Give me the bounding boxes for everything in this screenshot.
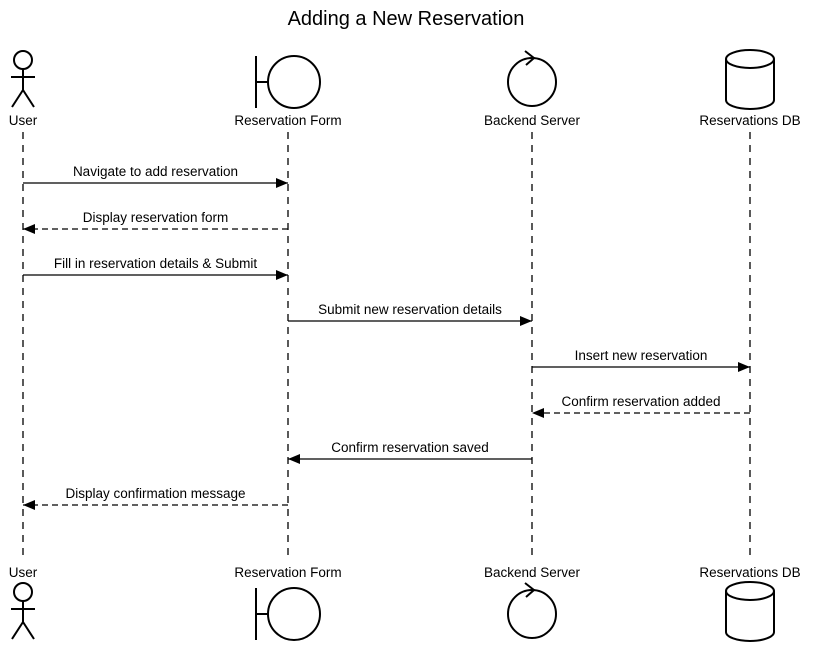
message-label: Submit new reservation details xyxy=(318,302,502,317)
message-1: Navigate to add reservation xyxy=(23,164,288,188)
actor-icon xyxy=(11,582,35,640)
boundary-icon xyxy=(255,587,321,641)
message-label: Display confirmation message xyxy=(65,486,245,501)
participant-label-user: User xyxy=(9,113,38,128)
participant-heads-bottom: User Reservation Form Backend Server Reserv… xyxy=(9,565,801,642)
message-label: Confirm reservation saved xyxy=(331,440,489,455)
message-label: Confirm reservation added xyxy=(561,394,720,409)
participant-label-server: Backend Server xyxy=(484,113,581,128)
message-5: Insert new reservation xyxy=(532,348,750,372)
message-7: Confirm reservation saved xyxy=(288,440,532,464)
message-label: Navigate to add reservation xyxy=(73,164,238,179)
participant-heads-top: User Reservation Form Backend Server Reserv… xyxy=(9,49,801,128)
message-label: Fill in reservation details & Submit xyxy=(54,256,258,271)
actor-icon xyxy=(11,50,35,108)
participant-label-db: Reservations DB xyxy=(699,565,800,580)
lifelines xyxy=(22,132,751,560)
participant-label-form: Reservation Form xyxy=(234,565,341,580)
control-icon xyxy=(507,50,557,107)
message-8: Display confirmation message xyxy=(23,486,288,510)
database-icon xyxy=(725,581,775,642)
message-6: Confirm reservation added xyxy=(532,394,750,418)
participant-label-server: Backend Server xyxy=(484,565,581,580)
message-4: Submit new reservation details xyxy=(288,302,532,326)
message-label: Display reservation form xyxy=(83,210,229,225)
message-3: Fill in reservation details & Submit xyxy=(23,256,288,280)
participant-label-form: Reservation Form xyxy=(234,113,341,128)
diagram-title: Adding a New Reservation xyxy=(288,8,525,30)
message-2: Display reservation form xyxy=(23,210,288,234)
participant-label-user: User xyxy=(9,565,38,580)
boundary-icon xyxy=(255,55,321,109)
control-icon xyxy=(507,582,557,639)
participant-label-db: Reservations DB xyxy=(699,113,800,128)
database-icon xyxy=(725,49,775,110)
message-label: Insert new reservation xyxy=(575,348,708,363)
